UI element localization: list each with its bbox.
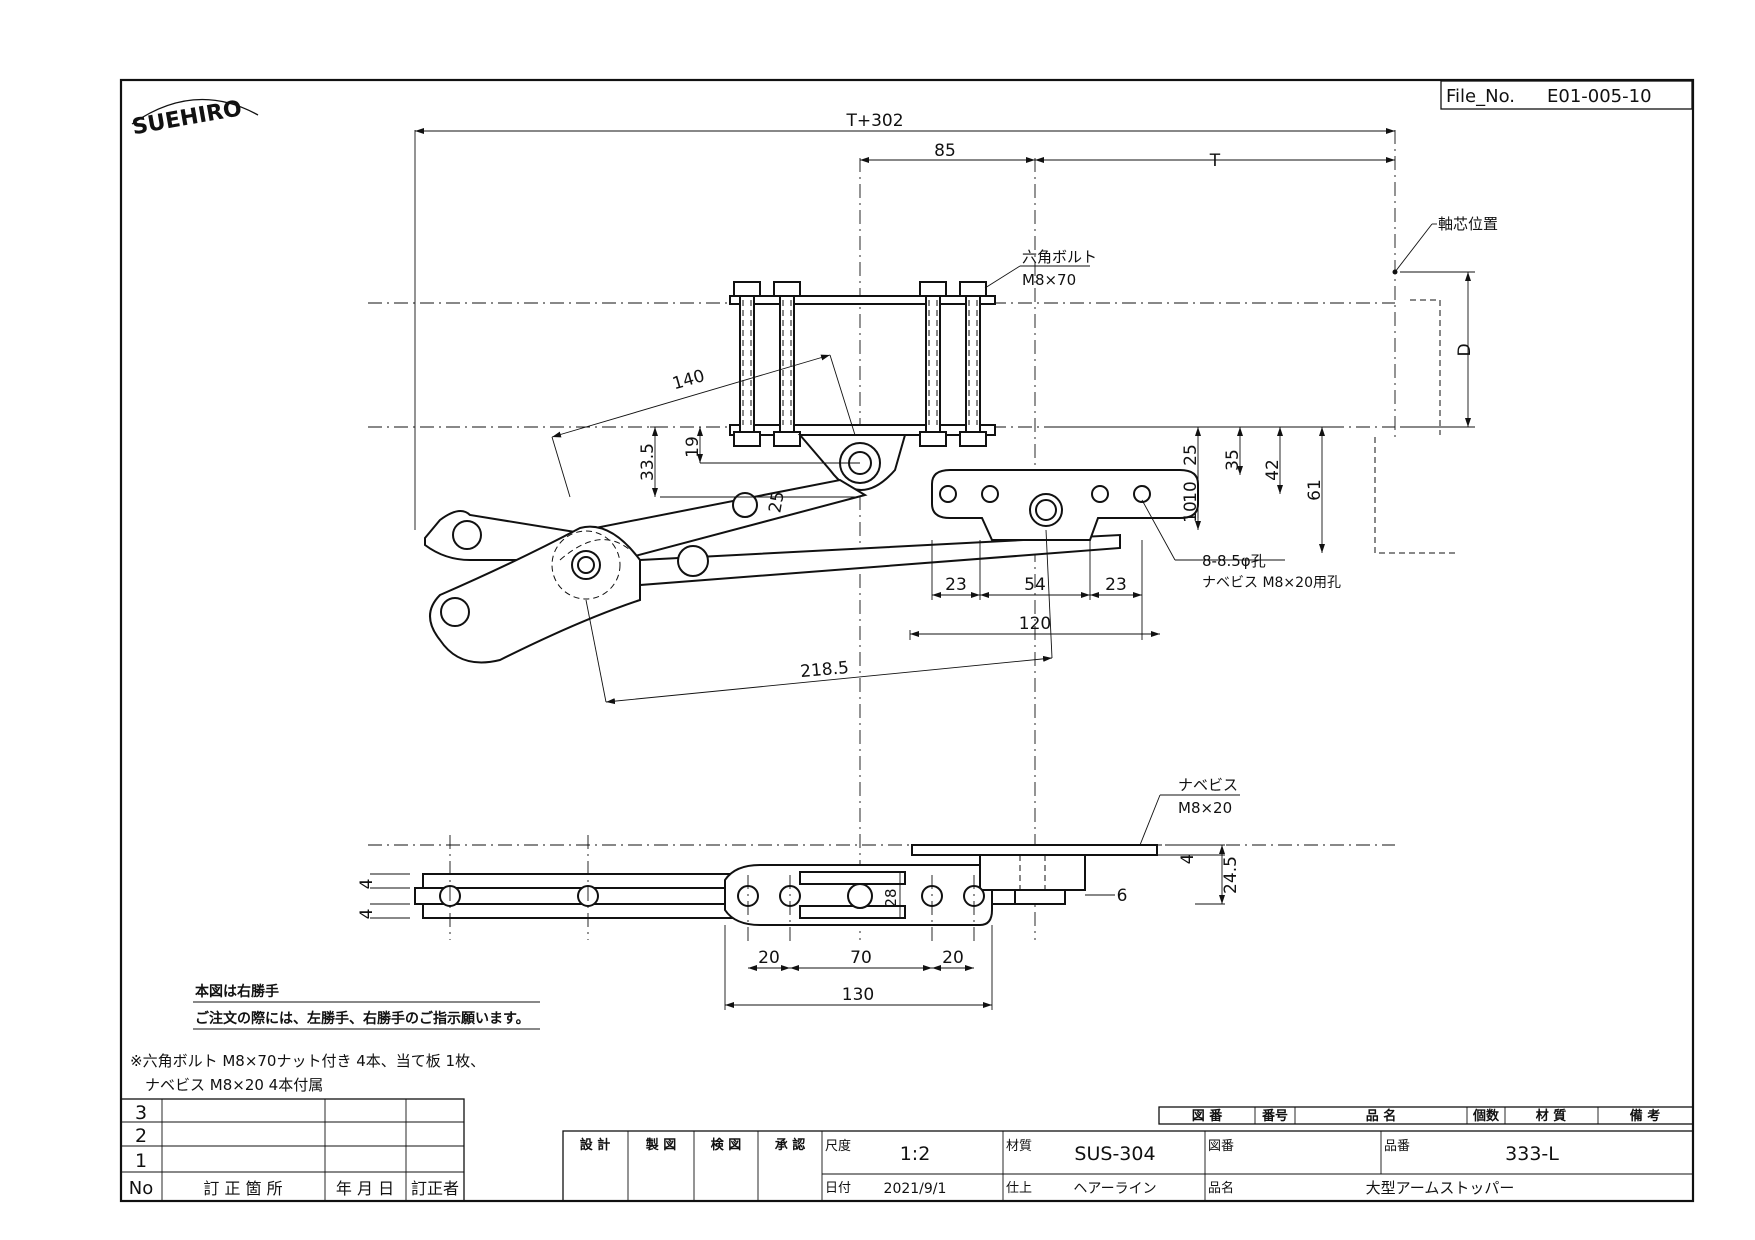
rev-header-no: No <box>129 1178 153 1199</box>
file-no-label: File_No. <box>1446 86 1515 107</box>
parts-header-number: 番号 <box>1261 1108 1288 1124</box>
axis-position-callout: 軸芯位置 D <box>1374 215 1498 554</box>
material-value: SUS-304 <box>1074 1143 1155 1165</box>
dim-t302: T+302 <box>845 111 903 131</box>
dim-35: 35 <box>1223 449 1243 471</box>
dim-24-5: 24.5 <box>1221 856 1241 894</box>
parts-header-name: 品 名 <box>1366 1108 1397 1124</box>
scale-label: 尺度 <box>825 1138 851 1154</box>
upper-arm <box>424 478 868 561</box>
part-no-value: 333-L <box>1505 1143 1559 1165</box>
dim-4a: 4 <box>357 879 377 890</box>
rev-row-2: 2 <box>135 1125 147 1147</box>
axis-position-label: 軸芯位置 <box>1438 215 1498 233</box>
dim-4c: 4 <box>1178 854 1198 865</box>
rev-header-by: 訂正者 <box>411 1179 459 1198</box>
dim-10b: 10 <box>1181 501 1201 523</box>
rev-header-place: 訂 正 箇 所 <box>203 1179 282 1198</box>
parts-header-remarks: 備 考 <box>1630 1108 1661 1124</box>
rev-row-3: 3 <box>135 1102 147 1124</box>
dim-23a: 23 <box>945 575 967 595</box>
dim-19: 19 <box>683 436 703 458</box>
top-dimensions: T+302 85 T <box>414 111 1395 530</box>
lower-arm <box>429 525 1121 664</box>
dim-85: 85 <box>934 141 956 161</box>
dim-120: 120 <box>1019 614 1051 634</box>
plate-dimensions: 23 54 23 120 218.5 <box>585 529 1160 705</box>
mount-plate-top <box>931 469 1199 541</box>
dim-28: 28 <box>882 888 900 907</box>
svg-text:SUEHIRO: SUEHIRO <box>130 96 244 140</box>
bolt-assembly: 六角ボルト M8×70 <box>729 248 1097 447</box>
dim-20a: 20 <box>758 948 780 968</box>
revision-table: 3 2 1 No 訂 正 箇 所 年 月 日 訂正者 <box>120 1098 465 1202</box>
dim-t: T <box>1209 151 1221 171</box>
file-no-value: E01-005-10 <box>1547 86 1652 107</box>
parts-header-qty: 個数 <box>1472 1108 1500 1124</box>
date-value: 2021/9/1 <box>884 1181 947 1197</box>
dim-25a: 25 <box>765 490 788 515</box>
rev-header-date: 年 月 日 <box>336 1179 394 1198</box>
dim-140: 140 <box>670 366 707 394</box>
dim-42: 42 <box>1263 459 1283 481</box>
scale-value: 1:2 <box>900 1143 931 1165</box>
sheet-border <box>119 78 1695 1203</box>
parts-header-material: 材 質 <box>1536 1108 1567 1124</box>
approval-drafting: 製 図 <box>645 1137 677 1153</box>
notes: 本図は右勝手 ご注文の際には、左勝手、右勝手のご指示願います。 ※六角ボルト M… <box>130 983 540 1094</box>
hex-bolt <box>919 281 947 447</box>
side-view <box>414 835 1158 945</box>
approval-approve: 承 認 <box>775 1137 806 1153</box>
hex-bolt-size: M8×70 <box>1022 271 1076 289</box>
hex-bolt <box>773 281 801 447</box>
arm-dimensions: 140 33.5 19 25 25 35 42 61 10 10 <box>551 354 1340 553</box>
screw-label: ナベビス <box>1178 776 1238 794</box>
dim-d: D <box>1455 343 1475 356</box>
material-label: 材質 <box>1006 1139 1032 1154</box>
holes-label: 8-8.5φ孔 <box>1202 552 1266 570</box>
arm-bracket <box>797 434 907 491</box>
hex-bolt <box>959 281 987 447</box>
hex-bolt-label: 六角ボルト <box>1022 248 1097 266</box>
dim-4b: 4 <box>357 909 377 920</box>
hex-bolt <box>733 281 761 447</box>
dim-70: 70 <box>850 948 872 968</box>
file-number-box: File_No. E01-005-10 <box>1440 80 1693 110</box>
suehiro-logo: SUEHIRO <box>130 96 259 140</box>
dim-23b: 23 <box>1105 575 1127 595</box>
side-view-dimensions: 4 4 28 4 24.5 6 ナベビス M8×20 20 70 20 130 <box>357 776 1241 1010</box>
dim-218-5: 218.5 <box>799 658 849 682</box>
dim-6: 6 <box>1117 886 1128 906</box>
parts-header-drawing-no: 図 番 <box>1192 1108 1224 1124</box>
screw-size: M8×20 <box>1178 799 1232 817</box>
note-right-hand: 本図は右勝手 <box>195 983 279 1000</box>
name-value: 大型アームストッパー <box>1366 1179 1515 1197</box>
holes-callout: 8-8.5φ孔 ナベビス M8×20用孔 <box>1141 499 1341 591</box>
parts-list-header: 図 番 番号 品 名 個数 材 質 備 考 <box>1158 1106 1694 1125</box>
note-accessories-2: ナベビス M8×20 4本付属 <box>145 1076 323 1094</box>
note-accessories-1: ※六角ボルト M8×70ナット付き 4本、当て板 1枚、 <box>130 1052 485 1070</box>
date-label: 日付 <box>825 1181 851 1196</box>
title-block: 設 計 製 図 検 図 承 認 尺度 1:2 材質 SUS-304 図番 品番 … <box>562 1130 1694 1202</box>
rev-row-1: 1 <box>135 1150 147 1172</box>
dim-33-5: 33.5 <box>638 443 658 481</box>
approval-check: 検 図 <box>711 1137 742 1153</box>
approval-design: 設 計 <box>580 1137 611 1153</box>
dim-130: 130 <box>842 985 874 1005</box>
dim-20b: 20 <box>942 948 964 968</box>
finish-value: ヘアーライン <box>1073 1181 1156 1197</box>
dim-10a: 10 <box>1181 481 1201 503</box>
dim-61: 61 <box>1305 479 1325 501</box>
note-order: ご注文の際には、左勝手、右勝手のご指示願います。 <box>195 1010 530 1027</box>
holes-sub-label: ナベビス M8×20用孔 <box>1202 575 1341 591</box>
drawing-no-label: 図番 <box>1208 1139 1234 1154</box>
finish-label: 仕上 <box>1006 1181 1032 1196</box>
name-label: 品名 <box>1208 1180 1234 1196</box>
part-no-label: 品番 <box>1384 1139 1410 1154</box>
dim-54: 54 <box>1024 575 1046 595</box>
dim-25b: 25 <box>1181 444 1201 466</box>
